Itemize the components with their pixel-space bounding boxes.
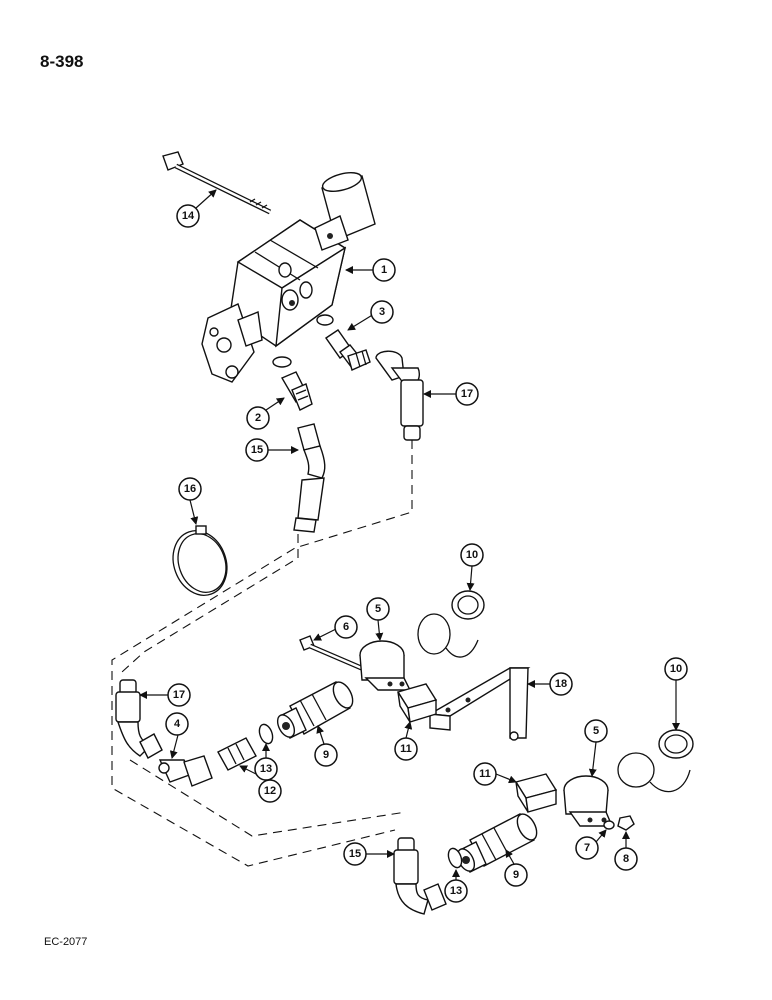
svg-text:1: 1 xyxy=(381,264,387,276)
callout-13-lower: 13 xyxy=(444,879,468,903)
svg-text:3: 3 xyxy=(379,306,385,318)
callout-5-lower: 5 xyxy=(584,719,608,743)
control-valve-1 xyxy=(201,171,376,383)
svg-text:10: 10 xyxy=(670,663,682,675)
svg-text:7: 7 xyxy=(584,842,590,854)
elbow-4 xyxy=(158,755,213,787)
callout-2: 2 xyxy=(246,406,270,430)
svg-text:18: 18 xyxy=(555,678,567,690)
svg-text:4: 4 xyxy=(174,718,181,730)
hose-routing-line-1 xyxy=(111,440,413,867)
svg-text:11: 11 xyxy=(400,743,412,755)
svg-text:11: 11 xyxy=(479,768,491,780)
svg-text:9: 9 xyxy=(323,749,329,761)
o-ring-upper xyxy=(316,314,334,326)
callout-17-lower: 17 xyxy=(167,683,191,707)
callout-5-upper: 5 xyxy=(366,597,390,621)
callout-18: 18 xyxy=(549,672,573,696)
hose-routing-line-3 xyxy=(129,759,407,837)
clamp-5-lower xyxy=(563,775,614,827)
callout-16: 16 xyxy=(178,477,202,501)
adapter-12 xyxy=(217,737,257,771)
callout-9-upper: 9 xyxy=(314,743,338,767)
svg-text:2: 2 xyxy=(255,412,261,424)
hose-routing-line-2 xyxy=(121,534,299,673)
callout-4: 4 xyxy=(165,712,189,736)
dust-cap-10-upper xyxy=(417,590,485,658)
washer-7 xyxy=(603,820,615,830)
svg-text:15: 15 xyxy=(251,444,263,456)
nut-8 xyxy=(617,815,635,831)
hose-clamp-16 xyxy=(172,525,228,596)
quick-coupler-9-upper xyxy=(276,681,354,739)
page-number: 8-398 xyxy=(40,52,84,71)
hose-17-lower xyxy=(115,679,163,759)
callout-3: 3 xyxy=(370,300,394,324)
spacer-block-11-upper xyxy=(396,683,438,723)
bracket-18 xyxy=(427,667,531,741)
svg-text:13: 13 xyxy=(260,763,272,775)
svg-text:9: 9 xyxy=(513,869,519,881)
bolt-14 xyxy=(162,151,272,215)
figure-code: EC-2077 xyxy=(44,936,88,948)
callout-6: 6 xyxy=(334,615,358,639)
callout-15-lower: 15 xyxy=(343,842,367,866)
callout-13-upper: 13 xyxy=(254,757,278,781)
svg-text:17: 17 xyxy=(173,689,185,701)
callout-9-lower: 9 xyxy=(504,863,528,887)
svg-text:16: 16 xyxy=(184,483,196,495)
o-ring-13-lower xyxy=(447,847,463,869)
dust-cap-10-lower xyxy=(617,729,694,793)
quick-coupler-9-lower xyxy=(456,813,538,873)
svg-text:17: 17 xyxy=(461,388,473,400)
callout-leaders xyxy=(139,189,680,880)
svg-text:13: 13 xyxy=(450,885,462,897)
hose-17-upper xyxy=(375,350,424,441)
callout-10-upper: 10 xyxy=(460,543,484,567)
elbow-fitting-3 xyxy=(325,329,371,371)
svg-text:5: 5 xyxy=(593,725,599,737)
svg-text:5: 5 xyxy=(375,603,381,615)
hose-15-lower xyxy=(393,837,447,915)
hose-15-upper xyxy=(293,423,326,533)
callout-15-upper: 15 xyxy=(245,438,269,462)
svg-text:10: 10 xyxy=(466,549,478,561)
callout-17-upper: 17 xyxy=(455,382,479,406)
callout-7: 7 xyxy=(575,836,599,860)
o-ring-lower xyxy=(272,356,292,368)
bolt-6 xyxy=(299,635,367,673)
callout-11-upper: 11 xyxy=(394,737,418,761)
clamp-5-upper xyxy=(359,640,412,691)
callout-14: 14 xyxy=(176,204,200,228)
svg-text:15: 15 xyxy=(349,848,361,860)
callout-8: 8 xyxy=(614,847,638,871)
adapter-2 xyxy=(280,371,313,411)
callout-11-lower: 11 xyxy=(473,762,497,786)
callout-12: 12 xyxy=(258,779,282,803)
callout-1: 1 xyxy=(372,258,396,282)
svg-text:6: 6 xyxy=(343,621,349,633)
svg-text:8: 8 xyxy=(623,853,629,865)
callout-10-lower: 10 xyxy=(664,657,688,681)
spacer-block-11-lower xyxy=(514,773,558,813)
svg-text:14: 14 xyxy=(182,210,195,222)
o-ring-13-upper xyxy=(258,723,274,745)
svg-text:12: 12 xyxy=(264,785,276,797)
